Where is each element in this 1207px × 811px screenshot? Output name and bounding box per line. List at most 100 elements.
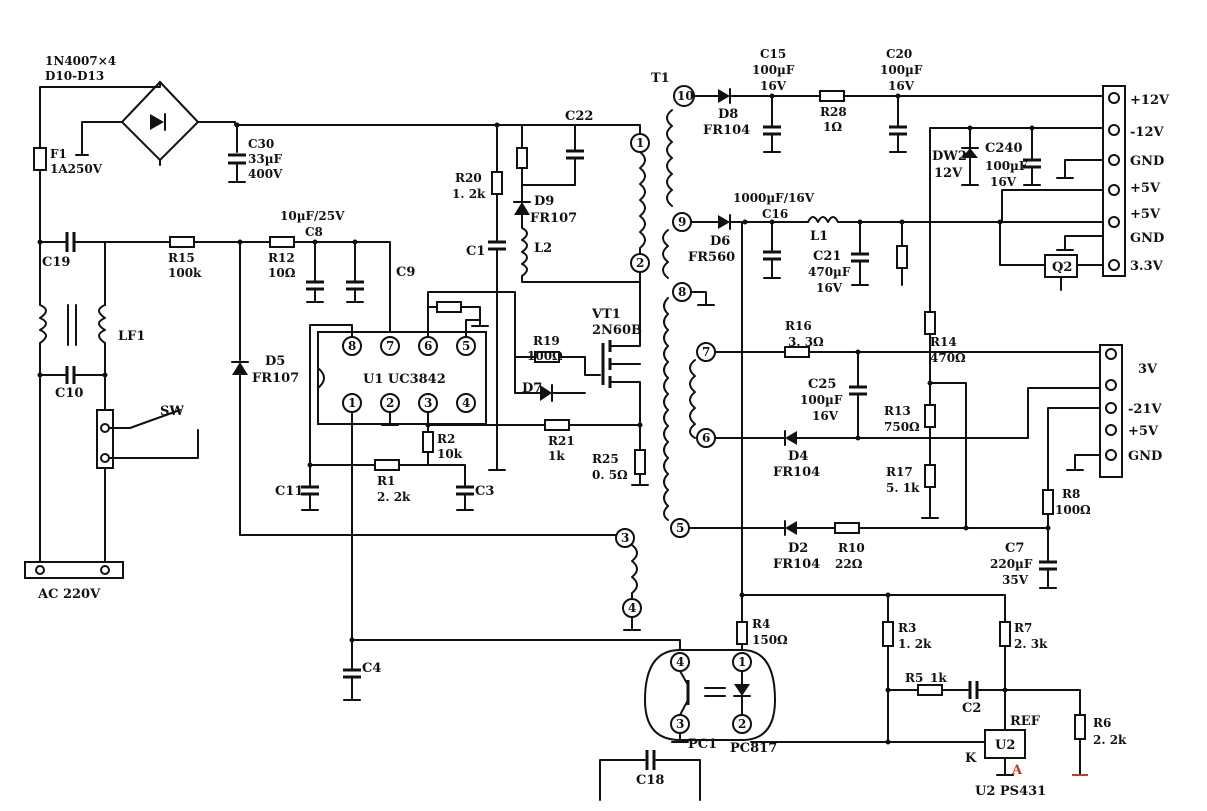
C25-val1: 100µF (800, 393, 843, 407)
D2-value: FR104 (773, 557, 820, 572)
chip-pin-6: 6 (418, 336, 438, 356)
C18-label: C18 (636, 773, 664, 788)
conn1-label-4: +5V (1130, 207, 1161, 222)
output-connector-1 (1102, 85, 1126, 277)
ac-label: AC 220V (37, 587, 101, 602)
resistor-R6 (1074, 714, 1086, 740)
R21-label: R21 (548, 434, 575, 448)
conn1-label-3: +5V (1130, 181, 1161, 196)
ac-connector (24, 561, 124, 579)
C21-label: C21 (813, 249, 841, 264)
T1-label: T1 (651, 71, 670, 86)
wire (39, 81, 161, 149)
R15-label: R15 (168, 251, 195, 265)
D7-label: D7 (522, 381, 542, 396)
R17-label: R17 (886, 465, 913, 479)
C8-label: C8 (305, 225, 323, 239)
D5-value: FR107 (252, 371, 299, 386)
R20-value: 1. 2k (452, 187, 486, 201)
D8-value: FR104 (703, 123, 750, 138)
R17-value: 5. 1k (886, 481, 920, 495)
Q2-label: Q2 (1052, 260, 1072, 275)
bridge-rectifier (120, 80, 200, 162)
svg-text:3: 3 (424, 396, 432, 410)
svg-text:7: 7 (386, 339, 394, 353)
U2-part-label: U2 PS431 (975, 784, 1046, 799)
C30-val1: 33µF (248, 152, 282, 166)
R20-label: R20 (455, 171, 482, 185)
R15-value: 100k (168, 266, 202, 280)
D8-label: D8 (718, 107, 738, 122)
svg-text:4: 4 (628, 601, 636, 615)
LF1-label: LF1 (118, 329, 145, 344)
resistor-R21 (544, 419, 570, 431)
resistor-R12 (269, 236, 295, 248)
resistor-R15 (169, 236, 195, 248)
C21-val2: 16V (816, 281, 843, 295)
transformer-aux: 3 4 (615, 528, 642, 631)
svg-text:6: 6 (702, 431, 710, 445)
resistor-R28 (819, 90, 845, 102)
R6-value: 2. 2k (1093, 733, 1127, 747)
C8-value: 10µF/25V (280, 209, 345, 223)
R25-value: 0. 5Ω (592, 468, 628, 482)
C16-label: C16 (762, 207, 788, 221)
resistor-R20 (491, 171, 503, 195)
R13-label: R13 (884, 404, 911, 418)
conn2-label-3: GND (1128, 449, 1162, 464)
R13-value: 750Ω (884, 420, 920, 434)
REF-label: REF (1010, 714, 1041, 729)
t1-pin-5: 5 (670, 518, 690, 538)
R21-value: 1k (548, 449, 565, 463)
C4-label: C4 (362, 661, 381, 676)
C22-label: C22 (565, 109, 593, 124)
resistor-R10 (834, 522, 860, 534)
D4-value: FR104 (773, 465, 820, 480)
chip-pin-7: 7 (380, 336, 400, 356)
R1-label: R1 (377, 474, 395, 488)
svg-text:2: 2 (386, 396, 394, 410)
svg-text:8: 8 (348, 339, 356, 353)
resistor-R1 (374, 459, 400, 471)
optocoupler-PC817: 4 1 3 2 (643, 649, 777, 741)
resistor-R5 (917, 684, 943, 696)
t1-pin-7: 7 (696, 342, 716, 362)
t1-pin-10: 10 (673, 85, 695, 107)
svg-text:8: 8 (678, 285, 686, 299)
L2-label: L2 (534, 241, 552, 256)
svg-text:6: 6 (424, 339, 432, 353)
C20-label: C20 (886, 47, 912, 61)
svg-text:4: 4 (676, 655, 684, 669)
svg-text:7: 7 (702, 345, 710, 359)
C19-label: C19 (42, 255, 70, 270)
transformer-primary: 1 2 (630, 133, 650, 273)
L1-label: L1 (810, 229, 828, 244)
C25-val2: 16V (812, 409, 839, 423)
R16-value: 3. 3Ω (788, 335, 824, 349)
D6-label: D6 (710, 234, 730, 249)
resistor-R13 (924, 404, 936, 428)
R4-value: 150Ω (752, 633, 788, 647)
D4-label: D4 (788, 449, 808, 464)
R19-label: R19 (533, 334, 560, 348)
D9-label: D9 (534, 194, 554, 209)
R2-value: 10k (437, 447, 463, 461)
C240-val1: 100µF (985, 159, 1028, 173)
R3-label: R3 (898, 621, 916, 635)
D2-label: D2 (788, 541, 808, 556)
conn1-label-2: GND (1130, 154, 1164, 169)
svg-text:10: 10 (677, 89, 694, 103)
C15-val1: 100µF (752, 63, 795, 77)
R12-value: 10Ω (268, 266, 296, 280)
C3-label: C3 (475, 484, 494, 499)
resistor-R8 (1042, 489, 1054, 515)
C2-label: C2 (962, 701, 981, 716)
C15-val2: 16V (760, 79, 787, 93)
R1-value: 2. 2k (377, 490, 411, 504)
C30-val2: 400V (248, 167, 283, 181)
VT1-value: 2N60B (592, 323, 642, 338)
svg-text:3: 3 (621, 531, 629, 545)
svg-text:5: 5 (676, 521, 684, 535)
D5-label: D5 (265, 354, 285, 369)
conn2-label-0: 3V (1138, 362, 1158, 377)
